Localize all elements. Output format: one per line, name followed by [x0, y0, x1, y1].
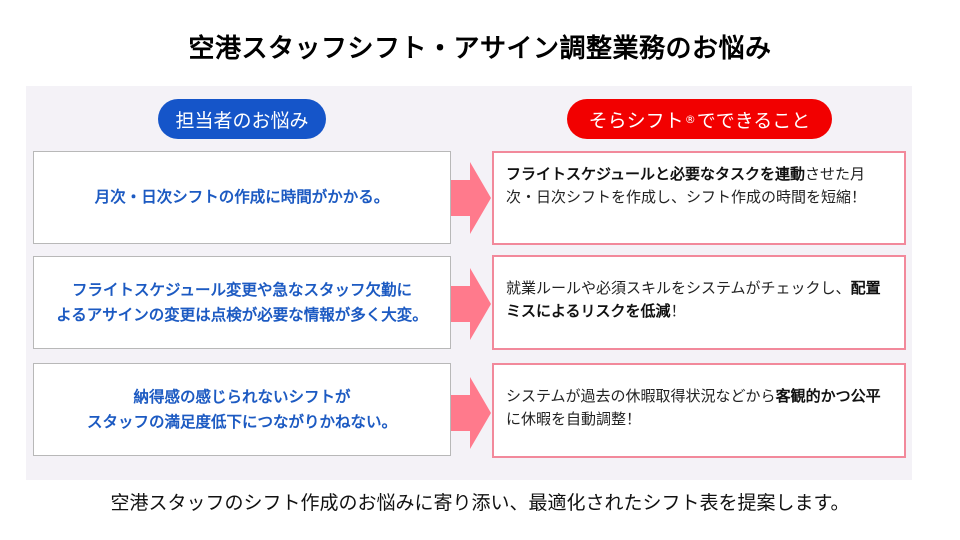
header-suffix: でできること [696, 109, 811, 132]
staff-concerns-header: 担当者のお悩み [158, 99, 326, 139]
solution-text: システムが過去の休暇取得状況などから [506, 387, 776, 405]
problem-box-2: フライトスケジュール変更や急なスタッフ欠勤に よるアサインの変更は点検が必要な情… [33, 256, 451, 349]
arrow-right-icon [451, 377, 491, 449]
solution-emphasis: フライトスケジュールと必要なタスクを連動 [506, 165, 805, 183]
problem-text: 月次・日次シフトの作成に時間がかかる。 [94, 188, 390, 206]
solution-box-2: 就業ルールや必須スキルをシステムがチェックし、配置ミスによるリスクを低減！ [492, 255, 906, 350]
arrow-right-icon [451, 162, 491, 234]
solution-box-1: フライトスケジュールと必要なタスクを連動させた月次・日次シフトを作成し、シフト作… [492, 151, 906, 245]
page-title: 空港スタッフシフト・アサイン調整業務のお悩み [188, 34, 772, 64]
product-name: そらシフト [588, 109, 684, 132]
solution-emphasis: 客観的かつ公平 [775, 387, 881, 405]
problem-text-line-1: 納得感の感じられないシフトが [133, 387, 351, 406]
sorashift-capabilities-header: そらシフト®でできること [567, 99, 832, 139]
solution-emphasis: 配置ミスによるリスクを低減 [506, 279, 881, 320]
summary-text: 空港スタッフのシフト作成のお悩みに寄り添い、最適化されたシフト表を提案します。 [110, 492, 850, 514]
registered-mark: ® [684, 112, 696, 126]
problem-text-line-2: スタッフの満足度低下につながりかねない。 [86, 412, 397, 431]
problem-text-line-2: よるアサインの変更は点検が必要な情報が多く大変。 [56, 305, 428, 324]
problem-box-3: 納得感の感じられないシフトが スタッフの満足度低下につながりかねない。 [33, 363, 451, 456]
solution-box-3: システムが過去の休暇取得状況などから客観的かつ公平に休暇を自動調整！ [492, 363, 906, 458]
solution-text-end: ！ [670, 302, 686, 320]
arrow-right-icon [451, 268, 491, 340]
problem-text-line-1: フライトスケジュール変更や急なスタッフ欠勤に [72, 280, 412, 299]
solution-text-end: に休暇を自動調整！ [506, 410, 642, 428]
solution-text: させた月次・日次シフトを作成し、シフト作成の時間を短縮！ [506, 165, 867, 206]
problem-box-1: 月次・日次シフトの作成に時間がかかる。 [33, 151, 451, 244]
solution-text: 就業ルールや必須スキルをシステムがチェックし、 [506, 279, 851, 297]
